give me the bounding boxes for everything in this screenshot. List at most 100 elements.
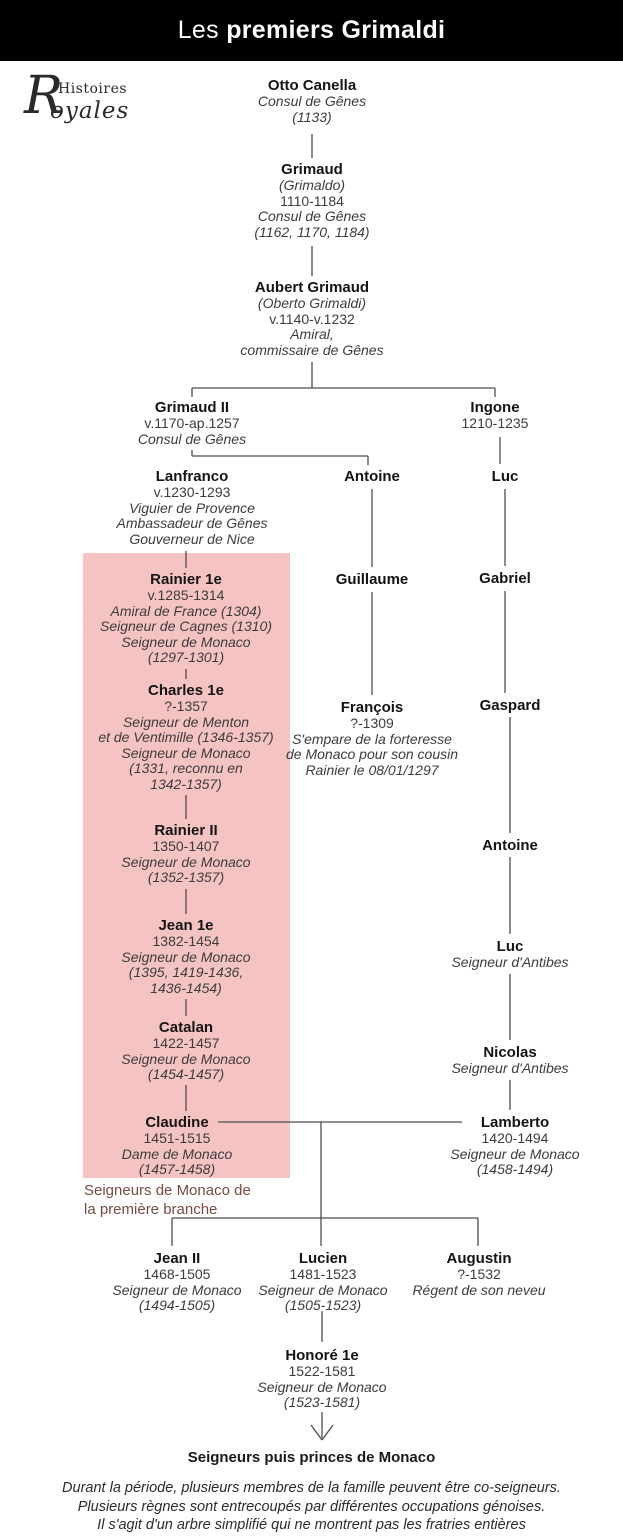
- person-detail: S'empare de la forteresse: [292, 730, 452, 747]
- person-detail: 1481-1523: [289, 1266, 357, 1282]
- person-detail: Seigneur de Monaco: [121, 948, 251, 965]
- tree-node-otto-canella: Otto Canella Consul de Gênes (1133): [202, 77, 422, 125]
- person-detail: (1297-1301): [147, 649, 225, 665]
- logo-initial: R: [24, 66, 64, 126]
- person-name: Aubert Grimaud: [254, 279, 370, 296]
- person-detail: Seigneur d'Antibes: [451, 954, 569, 970]
- tree-node-nicolas: Nicolas Seigneur d'Antibes: [400, 1044, 620, 1077]
- tree-node-gaspard: Gaspard: [400, 697, 620, 714]
- person-name: François: [340, 699, 404, 716]
- person-detail: (1505-1523): [284, 1297, 362, 1313]
- person-detail: v.1285-1314: [147, 587, 225, 603]
- person-name: Claudine: [145, 1114, 209, 1131]
- person-detail: Seigneur de Monaco: [257, 1378, 387, 1395]
- person-detail: Ambassadeur de Gênes: [116, 515, 268, 531]
- person-detail: Seigneur de Monaco: [121, 633, 251, 650]
- person-detail: (1458-1494): [476, 1161, 554, 1177]
- person-name: Gaspard: [479, 697, 541, 714]
- person-detail: (1454-1457): [147, 1066, 225, 1082]
- person-detail: (Oberto Grimaldi): [257, 295, 367, 311]
- tree-node-jean-1e: Jean 1e 1382-1454 Seigneur de Monaco (13…: [76, 917, 296, 996]
- footer-note: Durant la période, plusieurs membres de …: [0, 1479, 623, 1535]
- person-detail: v.1170-ap.1257: [144, 415, 240, 431]
- person-name: Antoine: [482, 837, 538, 854]
- person-detail: 1350-1407: [152, 838, 220, 854]
- person-name: Rainier 1e: [150, 571, 222, 588]
- person-name: Honoré 1e: [285, 1347, 359, 1364]
- page-title-bold: premiers Grimaldi: [226, 16, 446, 44]
- person-detail: (1352-1357): [147, 869, 225, 885]
- person-detail: ?-1309: [350, 715, 394, 731]
- person-name: Nicolas: [483, 1044, 537, 1061]
- person-detail: 1451-1515: [143, 1130, 211, 1146]
- tree-node-ingone: Ingone 1210-1235: [385, 399, 605, 432]
- person-name: Lamberto: [480, 1114, 550, 1131]
- person-detail: de Monaco pour son cousin: [286, 746, 458, 762]
- person-detail: v.1230-1293: [153, 484, 231, 500]
- down-arrow-icon: [310, 1412, 334, 1441]
- person-name: Rainier II: [154, 822, 218, 839]
- person-detail: 1422-1457: [152, 1035, 220, 1051]
- person-name: Jean II: [153, 1250, 201, 1267]
- person-detail: 1110-1184: [280, 192, 344, 209]
- person-detail: ?-1357: [164, 698, 208, 714]
- princes-of-monaco-label: Seigneurs puis princes de Monaco: [187, 1449, 436, 1466]
- tree-node-antoine-i: Antoine: [262, 468, 482, 485]
- tree-node-rainier-ii: Rainier II 1350-1407 Seigneur de Monaco …: [76, 822, 296, 886]
- person-detail: Régent de son neveu: [412, 1281, 546, 1298]
- tree-node-antoine-ii: Antoine: [400, 837, 620, 854]
- first-branch-label: Seigneurs de Monaco de la première branc…: [84, 1181, 304, 1219]
- person-name: Luc: [491, 468, 519, 485]
- tree-node-gabriel: Gabriel: [395, 570, 615, 587]
- tree-node-rainier-1e: Rainier 1e v.1285-1314 Amiral de France …: [66, 571, 306, 666]
- tree-node-honore-1e: Honoré 1e 1522-1581 Seigneur de Monaco (…: [212, 1347, 432, 1411]
- person-detail: Seigneur de Monaco: [258, 1281, 388, 1298]
- person-detail: Amiral,: [290, 326, 334, 342]
- first-branch-label-line1: Seigneurs de Monaco de: [84, 1182, 251, 1199]
- person-detail: Seigneur de Monaco: [121, 853, 251, 870]
- person-name: Guillaume: [335, 571, 409, 588]
- person-detail: Seigneur de Monaco: [121, 1050, 251, 1067]
- footer-note-line3: Il s'agit d'un arbre simplifié qui ne mo…: [97, 1517, 526, 1533]
- person-detail: (1494-1505): [138, 1297, 216, 1313]
- tree-node-jean-ii: Jean II 1468-1505 Seigneur de Monaco (14…: [67, 1250, 287, 1314]
- person-detail: Rainier le 08/01/1297: [305, 761, 439, 778]
- person-detail: Amiral de France (1304): [110, 602, 262, 619]
- person-detail: v.1140-v.1232: [269, 310, 355, 327]
- person-detail: Gouverneur de Nice: [129, 530, 255, 547]
- person-detail: (Grimaldo): [278, 177, 346, 193]
- person-detail: 1468-1505: [143, 1266, 211, 1282]
- person-detail: Consul de Gênes: [257, 93, 367, 109]
- first-branch-highlight-box: [83, 553, 290, 1178]
- person-detail: Consul de Gênes: [137, 430, 247, 447]
- tree-node-charles-1e: Charles 1e ?-1357 Seigneur de Menton et …: [66, 682, 306, 792]
- person-detail: Seigneur de Monaco: [450, 1145, 580, 1162]
- tree-node-luc-ii: Luc Seigneur d'Antibes: [400, 938, 620, 971]
- person-name: Augustin: [446, 1250, 512, 1267]
- person-name: Otto Canella: [267, 77, 357, 94]
- tree-node-luc-i: Luc: [395, 468, 615, 485]
- person-name: Ingone: [470, 399, 520, 416]
- person-detail: 1210-1235: [461, 415, 529, 431]
- person-detail: (1523-1581): [283, 1394, 361, 1410]
- person-detail: (1162, 1170, 1184): [254, 223, 370, 240]
- person-detail: (1331, reconnu en: [129, 760, 243, 776]
- person-name: Luc: [496, 938, 524, 955]
- tree-node-catalan: Catalan 1422-1457 Seigneur de Monaco (14…: [76, 1019, 296, 1083]
- person-detail: (1457-1458): [138, 1161, 216, 1177]
- logo-word-bottom: oyales: [50, 98, 130, 124]
- person-detail: ?-1532: [457, 1266, 501, 1282]
- person-detail: Seigneur de Cagnes (1310): [99, 618, 272, 634]
- person-detail: (1395, 1419-1436,: [128, 964, 244, 980]
- person-detail: (1133): [292, 108, 332, 125]
- person-detail: 1420-1494: [481, 1130, 549, 1146]
- tree-node-aubert-grimaud: Aubert Grimaud (Oberto Grimaldi) v.1140-…: [202, 279, 422, 358]
- person-name: Antoine: [344, 468, 400, 485]
- tree-node-lamberto: Lamberto 1420-1494 Seigneur de Monaco (1…: [405, 1114, 623, 1178]
- person-name: Lucien: [298, 1250, 348, 1267]
- person-detail: Viguier de Provence: [129, 499, 255, 516]
- page-title-regular: Les: [177, 16, 227, 44]
- tree-node-lucien: Lucien 1481-1523 Seigneur de Monaco (150…: [213, 1250, 433, 1314]
